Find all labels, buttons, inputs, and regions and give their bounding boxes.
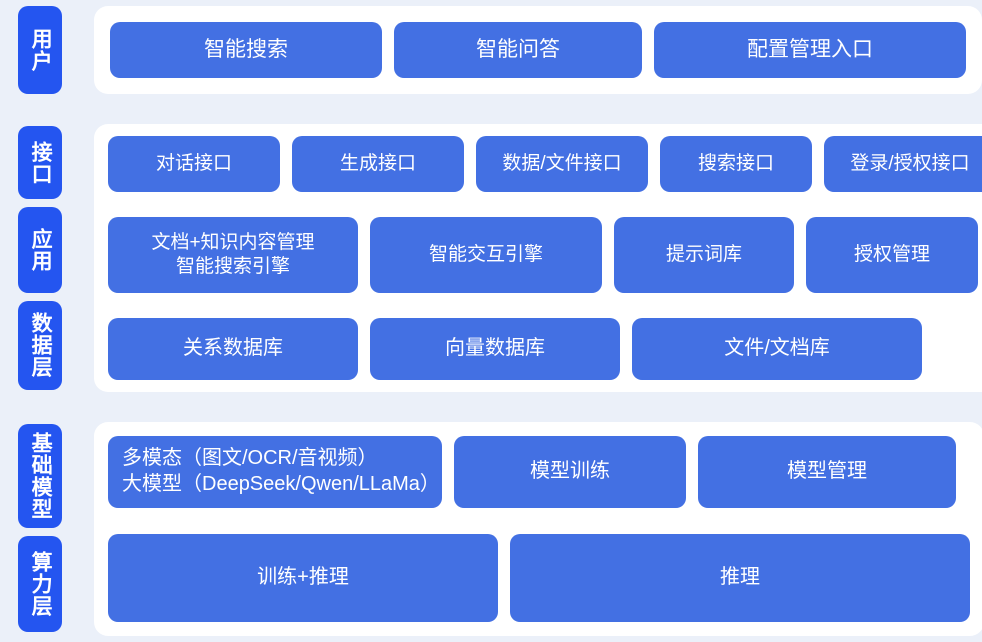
- layer-badge-interface[interactable]: 接口: [18, 126, 62, 200]
- layer-badge-application-label: 应用: [29, 228, 53, 273]
- box-model-management[interactable]: 模型管理: [698, 436, 956, 508]
- section-separator-2: [0, 398, 982, 416]
- row-interface: 对话接口 生成接口 数据/文件接口 搜索接口 登录/授权接口: [108, 136, 982, 192]
- box-search-interface[interactable]: 搜索接口: [660, 136, 812, 192]
- row-compute-layer: 训练+推理 推理: [108, 534, 970, 622]
- box-dialog-interface[interactable]: 对话接口: [108, 136, 280, 192]
- layer-badge-compute-layer[interactable]: 算力层: [18, 536, 62, 632]
- layer-badge-user[interactable]: 用户: [18, 6, 62, 94]
- box-smart-interaction-engine[interactable]: 智能交互引擎: [370, 217, 602, 293]
- rail-user: 用户: [0, 0, 78, 100]
- box-document-knowledge-management[interactable]: 文档+知识内容管理 智能搜索引擎: [108, 217, 358, 293]
- row-data-layer: 关系数据库 向量数据库 文件/文档库: [108, 318, 982, 380]
- box-model-training[interactable]: 模型训练: [454, 436, 686, 508]
- card-base: 多模态（图文/OCR/音视频） 大模型（DeepSeek/Qwen/LLaMa）…: [94, 422, 982, 636]
- box-smart-qa[interactable]: 智能问答: [394, 22, 642, 78]
- layer-badge-foundation-model[interactable]: 基础模型: [18, 424, 62, 528]
- layer-badge-application[interactable]: 应用: [18, 207, 62, 293]
- rail-middle: 接口 应用 数据层: [0, 118, 78, 398]
- box-data-file-interface[interactable]: 数据/文件接口: [476, 136, 648, 192]
- row-application: 文档+知识内容管理 智能搜索引擎 智能交互引擎 提示词库 授权管理: [108, 217, 982, 293]
- box-file-document-store[interactable]: 文件/文档库: [632, 318, 922, 380]
- section-separator-1: [0, 100, 982, 118]
- box-generation-interface[interactable]: 生成接口: [292, 136, 464, 192]
- box-multimodal-large-model[interactable]: 多模态（图文/OCR/音视频） 大模型（DeepSeek/Qwen/LLaMa）: [108, 436, 442, 508]
- section-user: 用户 智能搜索 智能问答 配置管理入口: [0, 0, 982, 100]
- box-config-management-entry[interactable]: 配置管理入口: [654, 22, 966, 78]
- layer-badge-data-layer-label: 数据层: [29, 312, 53, 379]
- row-foundation-model: 多模态（图文/OCR/音视频） 大模型（DeepSeek/Qwen/LLaMa）…: [108, 436, 970, 508]
- box-authorization-management[interactable]: 授权管理: [806, 217, 978, 293]
- box-vector-database[interactable]: 向量数据库: [370, 318, 620, 380]
- rail-base: 基础模型 算力层: [0, 416, 78, 642]
- box-prompt-library[interactable]: 提示词库: [614, 217, 794, 293]
- card-user: 智能搜索 智能问答 配置管理入口: [94, 6, 982, 94]
- box-smart-search[interactable]: 智能搜索: [110, 22, 382, 78]
- card-middle: 对话接口 生成接口 数据/文件接口 搜索接口 登录/授权接口 文档+知识内容管理…: [94, 124, 982, 392]
- section-middle: 接口 应用 数据层 对话接口 生成接口 数据/文件接口 搜索接口 登录/授权接口…: [0, 118, 982, 398]
- layer-badge-interface-label: 接口: [29, 140, 53, 185]
- box-login-auth-interface[interactable]: 登录/授权接口: [824, 136, 982, 192]
- layer-badge-data-layer[interactable]: 数据层: [18, 300, 62, 391]
- layer-badge-user-label: 用户: [29, 28, 53, 72]
- layer-badge-foundation-model-label: 基础模型: [29, 432, 53, 520]
- row-user: 智能搜索 智能问答 配置管理入口: [110, 22, 966, 78]
- layer-badge-compute-layer-label: 算力层: [29, 551, 53, 617]
- box-inference[interactable]: 推理: [510, 534, 970, 622]
- box-training-plus-inference[interactable]: 训练+推理: [108, 534, 498, 622]
- section-base: 基础模型 算力层 多模态（图文/OCR/音视频） 大模型（DeepSeek/Qw…: [0, 416, 982, 642]
- box-relational-database[interactable]: 关系数据库: [108, 318, 358, 380]
